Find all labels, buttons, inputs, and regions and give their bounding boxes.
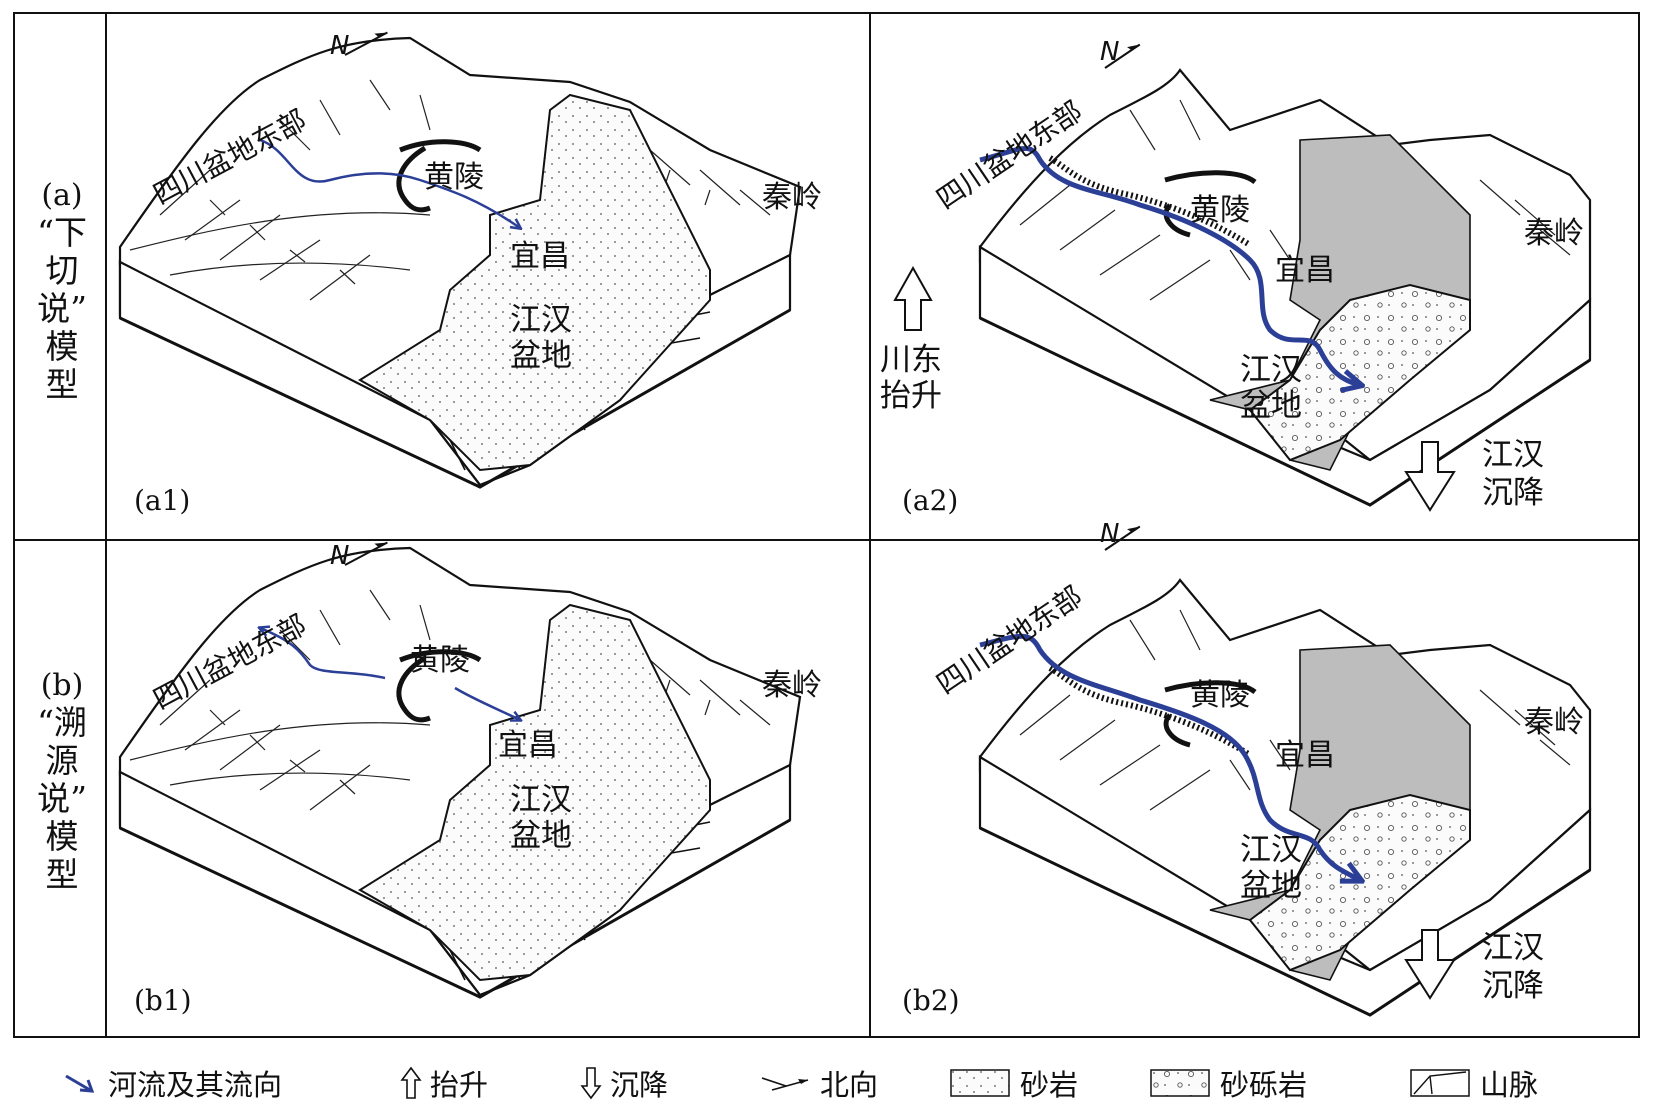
panel-a1: N 四川盆地东部 黄陵 宜昌 秦岭 江汉 盆地 (a1)	[118, 31, 822, 517]
label-basin-line1-a1: 江汉	[510, 302, 572, 338]
label-basin-line2-b1: 盆地	[510, 818, 572, 854]
legend-label-subside: 沉降	[610, 1068, 669, 1102]
label-uplift-line1-a2: 川东	[880, 342, 942, 378]
legend-label-north: 北向	[820, 1068, 879, 1102]
label-basin-line1-b1: 江汉	[510, 782, 572, 818]
north-arrow-icon-a2	[1104, 43, 1141, 69]
label-subside-line2-a2: 沉降	[1482, 475, 1544, 511]
uplift-arrow-icon-a2	[893, 265, 933, 331]
legend-label-uplift: 抬升	[430, 1068, 489, 1102]
subside-arrow-icon	[580, 1067, 602, 1100]
river-b2	[979, 633, 1360, 880]
panel-id-b2: (b2)	[902, 984, 960, 1017]
legend-item-north: 北向	[760, 1060, 878, 1106]
panel-id-a2: (a2)	[902, 484, 958, 517]
label-qinling-a2: 秦岭	[1524, 216, 1584, 251]
sandstone-swatch-icon	[950, 1069, 1010, 1097]
row-model-a-char-3: 模	[45, 327, 79, 366]
legend-item-uplift: 抬升	[400, 1060, 488, 1106]
label-basin-line2-b2: 盆地	[1240, 868, 1302, 904]
uplift-arrow-icon	[400, 1066, 422, 1099]
row-model-a-char-2: 说”	[37, 289, 87, 328]
label-basin-line2-a1: 盆地	[510, 338, 572, 374]
legend-item-river: 河流及其流向	[60, 1060, 282, 1106]
label-qinling-b2: 秦岭	[1524, 705, 1584, 740]
label-basin-line1-a2: 江汉	[1240, 352, 1302, 388]
label-uplift-line2-a2: 抬升	[880, 378, 942, 414]
label-huangling-b2: 黄陵	[1190, 678, 1250, 713]
legend-item-conglomerate: 砂砾岩	[1150, 1060, 1307, 1106]
legend-label-sandstone: 砂岩	[1020, 1068, 1079, 1102]
panel-a2: N 四川盆地东部 黄陵 宜昌 秦岭 江汉 盆地 川东 抬升 江汉 沉降 (a2)	[880, 37, 1592, 517]
conglomerate-swatch-icon	[1150, 1069, 1210, 1097]
legend-label-river: 河流及其流向	[108, 1068, 283, 1102]
label-subside-line2-b2: 沉降	[1482, 968, 1544, 1004]
north-label-b1: N	[330, 541, 349, 571]
river-b1-east	[454, 686, 520, 720]
subside-arrow-icon-a2	[1404, 441, 1456, 512]
row-model-a-char-1: 切	[45, 251, 79, 290]
subside-arrow-icon-b2	[1404, 929, 1456, 1000]
river-b1-west	[260, 628, 386, 680]
row-label-a: (a) “下 切 说” 模 型	[16, 178, 108, 404]
river-a1	[259, 138, 520, 228]
north-arrow-icon-b2	[1104, 525, 1141, 551]
river-a2	[979, 145, 1360, 385]
north-arrow-icon-b1	[344, 541, 388, 566]
panel-id-a1: (a1)	[134, 484, 190, 517]
label-subside-line1-a2: 江汉	[1482, 437, 1544, 473]
north-arrow-icon	[761, 1077, 809, 1091]
row-model-b-char-3: 模	[45, 817, 79, 856]
mountain-swatch-icon	[1410, 1069, 1470, 1097]
legend-label-conglomerate: 砂砾岩	[1220, 1068, 1308, 1102]
label-subside-line1-b2: 江汉	[1482, 930, 1544, 966]
north-label-a1: N	[330, 31, 349, 61]
label-qinling-b1: 秦岭	[762, 668, 822, 703]
panel-b2: N 四川盆地东部 黄陵 宜昌 秦岭 江汉 盆地 江汉 沉降 (b2)	[902, 519, 1592, 1017]
label-yichang-a2: 宜昌	[1275, 253, 1335, 288]
row-letter-a: (a)	[41, 178, 83, 213]
row-model-a-char-4: 型	[45, 365, 79, 404]
legend-item-sandstone: 砂岩	[950, 1060, 1078, 1106]
legend: 河流及其流向 抬升 沉降 北向 砂岩 砂砾岩	[40, 1060, 1640, 1106]
panel-b1: N 四川盆地东部 黄陵 宜昌 秦岭 江汉 盆地 (b1)	[118, 541, 822, 1017]
label-qinling-a1: 秦岭	[762, 180, 822, 215]
label-basin-line2-a2: 盆地	[1240, 388, 1302, 424]
label-huangling-b1: 黄陵	[410, 643, 470, 678]
north-label-b2: N	[1100, 519, 1119, 549]
row-letter-b: (b)	[40, 668, 84, 703]
row-model-b-char-4: 型	[45, 855, 79, 894]
row-model-b-char-1: 源	[45, 741, 79, 780]
row-model-b-char-2: 说”	[37, 779, 87, 818]
label-huangling-a2: 黄陵	[1190, 193, 1250, 228]
label-yichang-b2: 宜昌	[1275, 738, 1335, 773]
label-basin-line1-b2: 江汉	[1240, 832, 1302, 868]
label-huangling-a1: 黄陵	[424, 160, 484, 195]
label-yichang-a1: 宜昌	[510, 239, 570, 274]
row-model-a-char-0: “下	[37, 213, 87, 252]
legend-item-subside: 沉降	[580, 1060, 668, 1106]
north-label-a2: N	[1100, 37, 1119, 67]
figure-frame	[13, 12, 1640, 1038]
panel-id-b1: (b1)	[134, 984, 192, 1017]
legend-item-mountain: 山脉	[1410, 1060, 1538, 1106]
river-arrow-icon	[65, 1074, 95, 1093]
legend-label-mountain: 山脉	[1480, 1068, 1539, 1102]
north-arrow-icon-a1	[344, 31, 388, 56]
row-model-b-char-0: “溯	[37, 703, 87, 742]
label-yichang-b1: 宜昌	[498, 728, 558, 763]
row-label-b: (b) “溯 源 说” 模 型	[16, 668, 108, 894]
